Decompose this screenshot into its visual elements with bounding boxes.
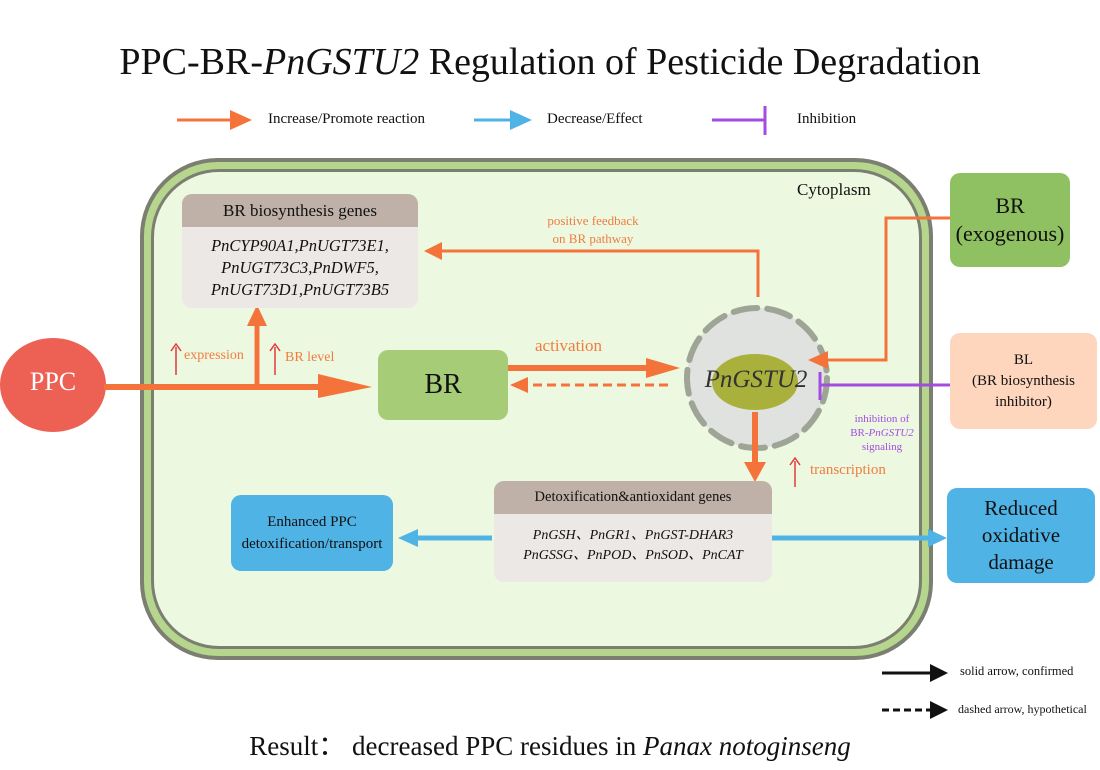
activation-arrow	[508, 358, 680, 378]
to-enhanced-detox-arrow	[398, 529, 492, 547]
feedback-line-2: on BR pathway	[552, 231, 634, 246]
diagram-title: PPC-BR-PnGSTU2 Regulation of Pesticide D…	[0, 40, 1100, 84]
expression-up-icon	[170, 342, 182, 375]
legend-solid-label: solid arrow, confirmed	[960, 664, 1074, 678]
to-br-genes-arrow	[247, 305, 267, 387]
cytoplasm-label: Cytoplasm	[797, 180, 871, 199]
legend-solid-arrow	[882, 664, 948, 682]
legend-increase-arrow	[177, 110, 252, 130]
inhibition-note-gene: PnGSTU2	[868, 427, 914, 439]
title-suffix: Regulation of Pesticide Degradation	[419, 41, 981, 83]
reduced-line-3: damage	[988, 550, 1054, 574]
result-species: Panax notoginseng	[642, 731, 851, 761]
transcription-label: transcription	[810, 462, 886, 478]
bl-line-2: (BR biosynthesis	[972, 372, 1075, 389]
bl-line-1: BL	[1013, 351, 1034, 368]
legend-inhibition-label: Inhibition	[797, 111, 857, 127]
pngstu2-label: PnGSTU2	[704, 366, 808, 393]
nucleolus	[712, 354, 798, 410]
inhibition-note-line-2: BR-PnGSTU2	[842, 426, 922, 440]
br-level-label: BR level	[285, 350, 335, 365]
result-prefix: Result： decreased PPC residues in	[249, 731, 643, 761]
br-exogenous-line-1: BR	[995, 193, 1025, 218]
bl-inhibition-line	[818, 372, 950, 400]
hypothetical-feedback-arrow	[510, 377, 668, 393]
br-gene-line: PnUGT73D1,PnUGT73B5	[210, 280, 390, 299]
ppc-node: PPC	[29, 367, 77, 396]
legend-dashed-arrow	[882, 701, 948, 719]
br-exogenous-node: BR (exogenous)	[950, 173, 1070, 267]
br-gene-line: PnUGT73C3,PnDWF5,	[221, 258, 379, 277]
feedback-line-1: positive feedback	[547, 213, 639, 228]
reduced-damage-node: Reduced oxidative damage	[947, 488, 1095, 583]
br-biosynthesis-genes-box: BR biosynthesis genes PnCYP90A1,PnUGT73E…	[182, 194, 418, 308]
detox-genes-box: Detoxification&antioxidant genes PnGSH、P…	[494, 481, 772, 582]
enhanced-detox-node: Enhanced PPC detoxification/transport	[231, 495, 393, 571]
activation-label: activation	[535, 336, 603, 355]
detox-gene-line: PnGSSG、PnPOD、PnSOD、PnCAT	[523, 548, 743, 563]
transcription-up-icon	[789, 456, 801, 487]
expression-label: expression	[184, 348, 244, 363]
legend-decrease-label: Decrease/Effect	[547, 111, 643, 127]
inhibition-note-line-3: signaling	[861, 441, 903, 453]
reduced-line-2: oxidative	[981, 523, 1061, 547]
inhibition-note: inhibition of BR-PnGSTU2 signaling	[842, 412, 922, 454]
enhanced-line-1: Enhanced PPC	[267, 514, 357, 530]
to-reduced-damage-arrow	[772, 529, 947, 547]
bl-node: BL (BR biosynthesis inhibitor)	[950, 333, 1097, 429]
legend-dashed-label: dashed arrow, hypothetical	[958, 702, 1087, 716]
title-gene: PnGSTU2	[262, 41, 420, 83]
title-prefix: PPC-BR-	[119, 41, 263, 83]
detox-genes-header: Detoxification&antioxidant genes	[494, 481, 772, 514]
br-node-label: BR	[424, 369, 462, 400]
bl-line-3: inhibitor)	[995, 393, 1052, 410]
br-genes-list: PnCYP90A1,PnUGT73E1, PnUGT73C3,PnDWF5, P…	[182, 227, 418, 301]
enhanced-line-2: detoxification/transport	[241, 536, 383, 552]
exogenous-br-arrow	[808, 216, 950, 369]
positive-feedback-arrow	[424, 242, 760, 297]
result-statement: Result： decreased PPC residues in Panax …	[0, 724, 1100, 763]
reduced-line-1: Reduced	[984, 496, 1058, 520]
ppc-to-br-arrow	[104, 374, 372, 398]
inhibition-note-line-1: inhibition of	[854, 413, 910, 425]
transcription-arrow	[744, 412, 766, 482]
detox-gene-line: PnGSH、PnGR1、PnGST-DHAR3	[532, 528, 734, 543]
br-level-up-icon	[269, 342, 281, 375]
br-node: BR	[378, 350, 508, 420]
br-genes-header: BR biosynthesis genes	[182, 194, 418, 227]
inhibition-note-prefix: BR-	[850, 427, 869, 439]
br-gene-line: PnCYP90A1,PnUGT73E1,	[211, 236, 389, 255]
legend-increase-label: Increase/Promote reaction	[268, 111, 426, 127]
detox-genes-list: PnGSH、PnGR1、PnGST-DHAR3 PnGSSG、PnPOD、PnS…	[494, 514, 772, 566]
legend-inhibition-symbol	[712, 106, 767, 135]
ppc-node-shape	[0, 338, 106, 432]
br-exogenous-line-2: (exogenous)	[955, 221, 1065, 246]
positive-feedback-label: positive feedback on BR pathway	[518, 212, 668, 248]
legend-decrease-arrow	[474, 110, 532, 130]
